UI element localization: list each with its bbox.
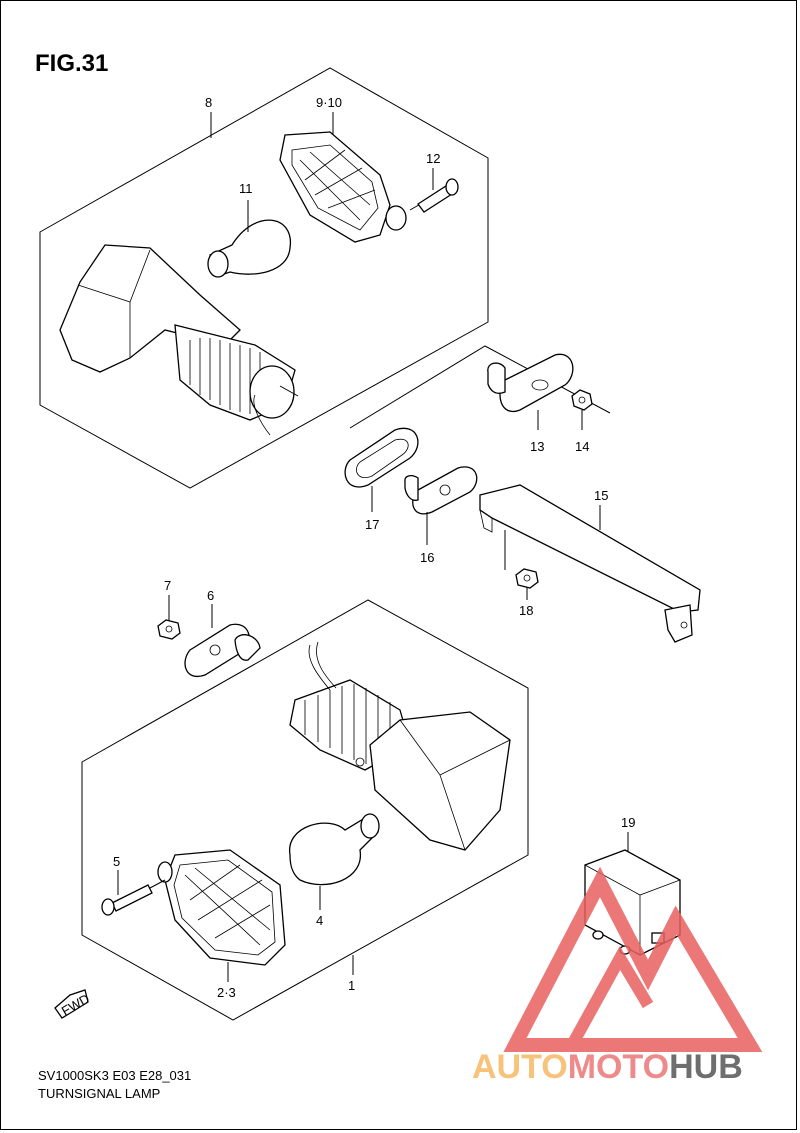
grommet-6-part [184, 623, 261, 678]
upper-assembly-outline [39, 67, 489, 489]
watermark-text: AUTOMOTOHUB [472, 1048, 743, 1087]
figure-description: TURNSIGNAL LAMP [38, 1086, 161, 1101]
callout-17: 17 [365, 517, 379, 532]
plate-16-part [404, 466, 478, 515]
callout-8: 8 [205, 95, 212, 110]
figure-title: FIG.31 [35, 50, 109, 77]
lower-lens-part [157, 849, 286, 982]
grommet-17-part [344, 427, 419, 488]
callout-16: 16 [420, 550, 434, 565]
grommet-13-part [487, 353, 574, 413]
callout-7: 7 [164, 578, 171, 593]
watermark-hub: HUB [669, 1048, 743, 1086]
bulb-4-part [289, 813, 380, 910]
callout-14: 14 [575, 439, 589, 454]
screw-12-part [409, 178, 459, 213]
callout-12: 12 [426, 151, 440, 166]
lower-assembly-outline [81, 599, 529, 1021]
callout-15: 15 [594, 488, 608, 503]
lower-housing-part [289, 641, 511, 851]
upper-housing-part [59, 244, 299, 436]
callout-9-10: 9·10 [316, 95, 342, 110]
callout-4: 4 [316, 913, 323, 928]
figure-code: SV1000SK3 E03 E28_031 [38, 1068, 192, 1083]
nut-14-part [571, 389, 593, 411]
bulb-11-part [207, 200, 291, 278]
callout-5: 5 [113, 854, 120, 869]
automotohub-logo-icon [503, 866, 763, 1052]
bracket-group-outline [349, 345, 611, 429]
upper-lens-part [279, 131, 407, 243]
callout-13: 13 [530, 439, 544, 454]
watermark-moto: MOTO [567, 1048, 670, 1086]
callout-11: 11 [239, 181, 253, 196]
callout-18: 18 [519, 603, 533, 618]
nut-7-part [157, 619, 181, 640]
screw-5-part [101, 879, 166, 916]
callout-6: 6 [207, 588, 214, 603]
fwd-arrow-icon: FWD [54, 989, 92, 1019]
watermark-auto: AUTO [472, 1048, 568, 1086]
fwd-label: FWD [59, 991, 92, 1019]
callout-19: 19 [621, 815, 635, 830]
callout-1: 1 [348, 978, 355, 993]
callout-2-3: 2·3 [217, 985, 236, 1000]
nut-18-part [515, 568, 539, 589]
bracket-15-part [479, 484, 701, 643]
